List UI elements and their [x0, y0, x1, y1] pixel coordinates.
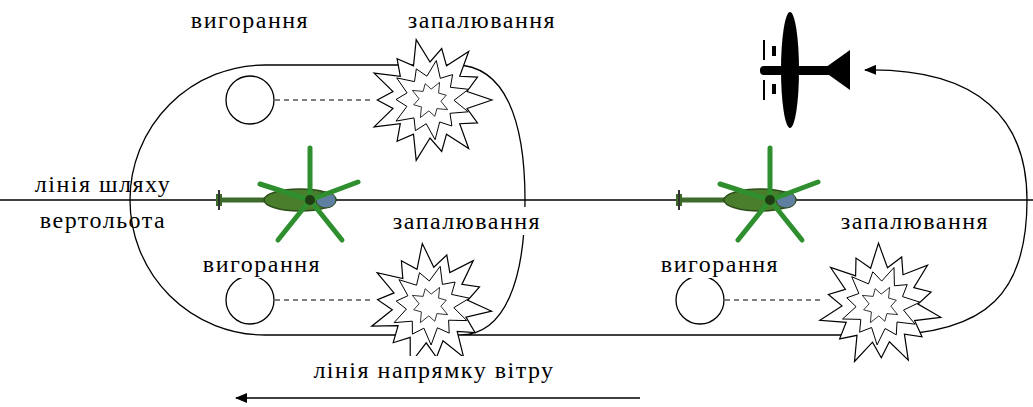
- burst-core: [412, 287, 447, 322]
- helicopter: [676, 148, 818, 240]
- burnout-circle: [676, 276, 724, 324]
- burst-core: [412, 82, 447, 117]
- ignition-burst: [820, 243, 941, 362]
- ignition-burst: [374, 40, 492, 161]
- burnout-circle: [226, 276, 274, 324]
- burst-inner: [396, 61, 469, 140]
- burst-outer: [372, 244, 492, 364]
- ignition-burst: [372, 244, 492, 364]
- diagram-label: вигорання: [200, 250, 324, 278]
- dashed-link: [275, 99, 372, 100]
- burst-outer: [374, 40, 492, 161]
- turn-arrow: [865, 70, 1027, 200]
- diagram-label: запалювання: [405, 6, 559, 34]
- burst-core: [862, 287, 897, 322]
- diagram-label: вигорання: [188, 6, 312, 34]
- path-line-label: лінія шляху вертольота: [2, 166, 204, 238]
- diagram-label: запалювання: [390, 207, 544, 235]
- helicopter: [216, 148, 358, 240]
- dashed-links: [275, 100, 822, 300]
- dashed-link: [275, 299, 372, 300]
- ignition-bursts: [372, 40, 941, 364]
- diagram-label: вигорання: [658, 250, 782, 278]
- diagram-label: запалювання: [838, 207, 992, 235]
- burst-inner: [394, 266, 469, 345]
- airplane: [760, 12, 850, 128]
- diagram-label: лінія напрямку вітру: [310, 356, 557, 384]
- dashed-link: [725, 299, 822, 300]
- helicopter-path-line: [0, 199, 1033, 200]
- burst-outer: [820, 243, 941, 362]
- burst-inner: [843, 268, 920, 345]
- wind-arrow: [236, 397, 640, 398]
- burnout-circle: [226, 76, 274, 124]
